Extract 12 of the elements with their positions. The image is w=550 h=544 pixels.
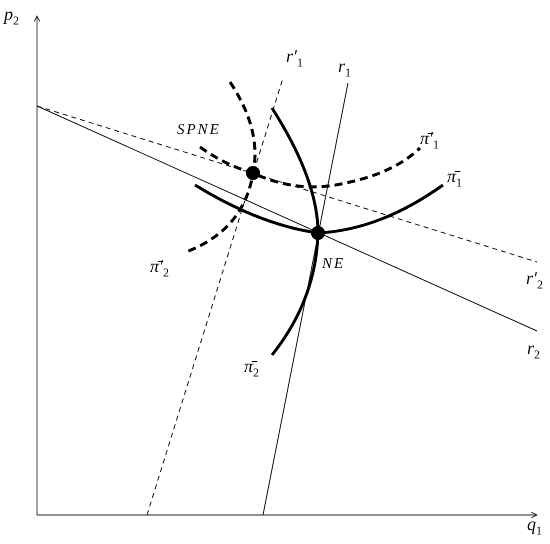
curve-label: r′$_{2}$ bbox=[526, 268, 543, 294]
curve-label: r$_{2}$ bbox=[527, 338, 540, 364]
curve-label: π̄$_{2}$ bbox=[244, 356, 260, 382]
curve-label: π̄′$_{2}$ bbox=[150, 256, 169, 282]
axis-label: p$_{2}$ bbox=[4, 4, 19, 30]
curve-label: π̄′$_{1}$ bbox=[420, 128, 439, 154]
curve-label: r$_{1}$ bbox=[338, 56, 352, 82]
axis-label: q$_{1}$ bbox=[527, 514, 542, 540]
point-label: NE bbox=[322, 255, 346, 274]
point-label: SPNE bbox=[177, 121, 221, 140]
curve-label: π̄$_{1}$ bbox=[447, 166, 462, 192]
curve-label: r′$_{1}$ bbox=[286, 46, 303, 72]
